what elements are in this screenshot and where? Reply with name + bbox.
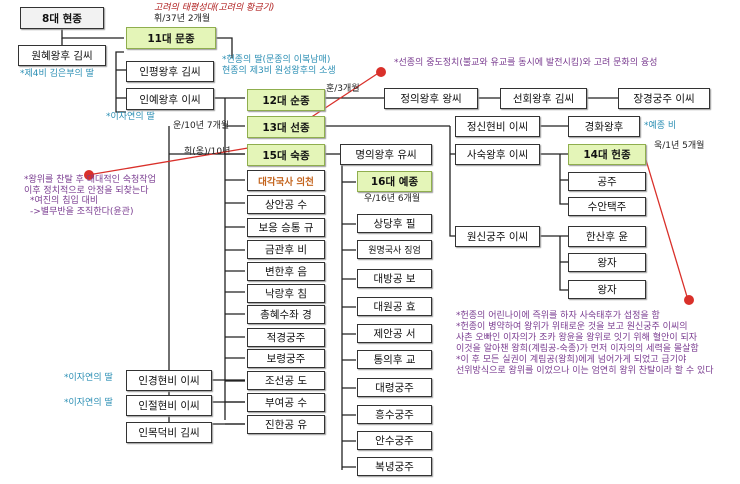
note-injeol: *이자연의 딸 xyxy=(64,398,113,408)
box-jean: 제안공 서 xyxy=(357,324,432,343)
box-jinhan: 진한공 유 xyxy=(247,415,325,434)
note-sukjong-3: *여진의 침입 대비 xyxy=(30,196,99,206)
box-chunghye: 총혜수좌 경 xyxy=(247,305,325,324)
box-buyeo: 부여공 수 xyxy=(247,393,325,412)
box-wonsin: 원신궁주 이씨 xyxy=(455,226,540,247)
box-sangan: 상안공 수 xyxy=(247,195,325,214)
box-wonhye: 원혜왕후 김씨 xyxy=(18,45,106,66)
marker-dot xyxy=(684,295,694,305)
note-lee-jayeon: *이자연의 딸 xyxy=(106,112,155,122)
box-14th-heonjong: 14대 헌종 xyxy=(568,144,646,165)
box-geumgwan: 금관후 비 xyxy=(247,240,325,259)
wonmyeong-label: 원명국사 징엄 xyxy=(368,246,421,256)
note-reign-13: 운/10년 7개월 xyxy=(173,121,230,131)
box-wangja-2: 왕자 xyxy=(568,280,646,299)
box-16th-yejong: 16대 예종 xyxy=(357,171,432,192)
note-heonjong-2: *헌종이 병약하여 왕위가 위태로운 것을 보고 원신궁주 이씨의 xyxy=(456,322,688,332)
box-wonmyeong: 원명국사 징엄 xyxy=(357,240,432,259)
box-sasuk: 사숙왕후 이씨 xyxy=(455,144,540,165)
box-tongui: 통의후 교 xyxy=(357,350,432,369)
note-heonjong-1: *헌종의 어린나이에 즉위를 하자 사숙태후가 섭정을 함 xyxy=(456,311,660,321)
box-inmok: 인목덕비 김씨 xyxy=(126,422,212,443)
box-13th-seonjong: 13대 선종 xyxy=(247,116,325,138)
note-heonjong-6: 선위방식으로 왕위를 이었으나 이는 엄연히 왕위 찬탈이라 할 수 있다 xyxy=(456,366,714,376)
box-gongju: 공주 xyxy=(568,172,646,191)
box-sangdang: 상당후 필 xyxy=(357,214,432,233)
note-hyeonjong-daughter: *현종의 딸(문종의 이복남매) xyxy=(222,55,331,65)
note-heonjong-3: 사촌 오빠인 이자의가 조카 왕윤을 왕위로 잇기 위해 혈안이 되자 xyxy=(456,333,698,343)
marker-dot xyxy=(84,170,94,180)
box-daeryeong: 대령궁주 xyxy=(357,378,432,397)
box-daegak: 대각국사 의천 xyxy=(247,170,325,191)
box-byeonhan: 변한후 음 xyxy=(247,262,325,281)
box-boryeong: 보령궁주 xyxy=(247,349,325,368)
note-heonjong-4: 이것을 알아챈 왕희(계림공-숙종)가 먼저 이자의의 세력을 몰살함 xyxy=(456,344,699,354)
box-seonhoe: 선회왕후 김씨 xyxy=(500,88,587,109)
note-sukjong-1: *왕위를 찬탈 후 대대적인 숙청작업 xyxy=(24,175,156,185)
box-joseon: 조선공 도 xyxy=(247,371,325,390)
box-inpyeong: 인평왕후 김씨 xyxy=(126,61,214,82)
box-15th-sukjong: 15대 숙종 xyxy=(247,144,325,166)
box-heungsu: 흥수궁주 xyxy=(357,405,432,424)
box-injeol: 인절현비 이씨 xyxy=(126,395,212,416)
box-daebang: 대방공 보 xyxy=(357,269,432,288)
note-reign-14: 욱/1년 5개월 xyxy=(654,141,705,151)
note-sukjong-2: 이후 정치적으로 안정을 되찾는다 xyxy=(24,186,149,196)
box-daewon: 대원공 효 xyxy=(357,297,432,316)
box-suan: 수안택주 xyxy=(568,197,646,216)
box-janggyeong: 장경궁주 이씨 xyxy=(618,88,710,109)
marker-dot xyxy=(376,67,386,77)
note-reign-15: 희(옹)/10년 xyxy=(184,147,231,157)
box-12th-sunjong: 12대 순종 xyxy=(247,89,325,111)
box-jeongsin: 정신현비 이씨 xyxy=(455,116,540,137)
box-myeongui: 명의왕후 유씨 xyxy=(340,144,432,165)
box-ansu: 안수궁주 xyxy=(357,431,432,450)
box-ingyeong: 인경현비 이씨 xyxy=(126,370,212,391)
box-boeung: 보응 승통 규 xyxy=(247,218,325,237)
box-hansan: 한산후 윤 xyxy=(568,226,646,247)
note-sukjong-4: ->별무반을 조직한다(윤관) xyxy=(30,207,134,217)
box-boknyeong: 복녕궁주 xyxy=(357,457,432,476)
note-reign-16: 우/16년 6개월 xyxy=(364,194,421,204)
daegak-label: 대각국사 의천 xyxy=(258,176,314,188)
box-gyeonghwa: 경화왕후 xyxy=(568,116,640,137)
note-hyeonjong-daughter-2: 현종의 제3비 원성왕후의 소생 xyxy=(222,66,336,76)
box-nakrang: 낙랑후 침 xyxy=(247,284,325,303)
note-golden-age: 고려의 태평성대(고려의 황금기) xyxy=(154,3,275,13)
note-wife4: *제4비 김은부의 딸 xyxy=(20,69,94,79)
box-wangja-1: 왕자 xyxy=(568,253,646,272)
box-inye: 인예왕후 이씨 xyxy=(126,88,214,110)
note-reign-12: 훈/3개월 xyxy=(326,84,360,94)
note-reign-11: 휘/37년 2개월 xyxy=(154,14,211,24)
box-8th-hyeonjong: 8대 현종 xyxy=(20,7,104,29)
note-seonjong: *선종의 중도정치(불교와 유교를 동시에 발전시킴)와 고려 문화의 융성 xyxy=(394,58,658,68)
box-jeokgyeong: 적경궁주 xyxy=(247,328,325,347)
box-jeongui: 정의왕후 왕씨 xyxy=(384,88,478,109)
note-ingyeong: *이자연의 딸 xyxy=(64,373,113,383)
box-11th-munjong: 11대 문종 xyxy=(126,27,216,49)
note-heonjong-5: *이 후 모든 실권이 계림공(왕희)에게 넘어가게 되었고 급기야 xyxy=(456,355,687,365)
note-yejong-bi: *예종 비 xyxy=(644,121,677,131)
